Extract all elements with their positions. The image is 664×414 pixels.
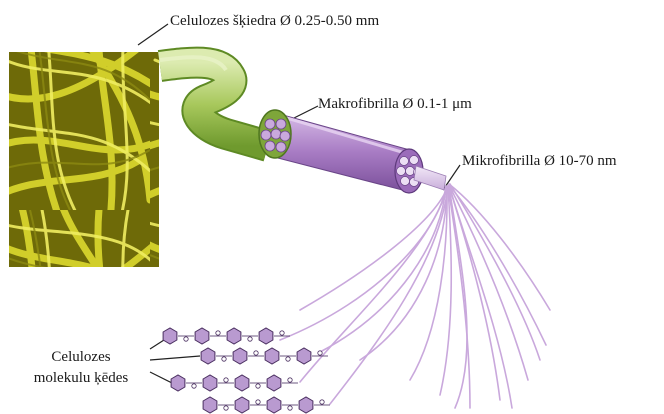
label-macrofibril: Makrofibrilla Ø 0.1-1 μm	[318, 96, 472, 112]
glucose-ring-icon	[297, 348, 311, 364]
label-microfibril: Mikrofibrilla Ø 10-70 nm	[462, 153, 617, 169]
oxygen-bond	[280, 331, 284, 335]
glucose-ring-icon	[203, 397, 217, 413]
label-molecular-chains-line2: molekulu ķēdes	[34, 370, 129, 386]
label-cellulose-fiber: Celulozes šķiedra Ø 0.25-0.50 mm	[170, 13, 379, 29]
oxygen-bond	[224, 406, 228, 410]
oxygen-bond	[318, 351, 322, 355]
cellulose-molecular-chains	[163, 328, 330, 413]
glucose-ring-icon	[203, 375, 217, 391]
glucose-ring-icon	[267, 397, 281, 413]
oxygen-bond	[222, 357, 226, 361]
oxygen-bond	[256, 400, 260, 404]
oxygen-bond	[254, 351, 258, 355]
oxygen-bond	[184, 337, 188, 341]
oxygen-bond	[256, 384, 260, 388]
label-molecular-chains-line1: Celulozes	[51, 349, 110, 365]
glucose-ring-icon	[235, 375, 249, 391]
glucose-ring-icon	[201, 348, 215, 364]
glucose-ring-icon	[267, 375, 281, 391]
oxygen-bond	[320, 400, 324, 404]
glucose-ring-icon	[235, 397, 249, 413]
glucose-ring-icon	[265, 348, 279, 364]
glucose-ring-icon	[163, 328, 177, 344]
oxygen-bond	[248, 337, 252, 341]
glucose-ring-icon	[233, 348, 247, 364]
glucose-ring-icon	[259, 328, 273, 344]
glucose-ring-icon	[227, 328, 241, 344]
oxygen-bond	[288, 406, 292, 410]
glucose-ring-icon	[171, 375, 185, 391]
oxygen-bond	[216, 331, 220, 335]
fiber-cross-section	[259, 110, 291, 158]
oxygen-bond	[288, 378, 292, 382]
glucose-ring-icon	[195, 328, 209, 344]
macrofibril-cone	[270, 112, 410, 192]
oxygen-bond	[286, 357, 290, 361]
oxygen-bond	[224, 378, 228, 382]
glucose-ring-icon	[299, 397, 313, 413]
microfibril-strands	[280, 184, 550, 408]
cellulose-fiber-tube	[160, 57, 268, 146]
fiber-micrograph-image	[9, 52, 159, 267]
oxygen-bond	[192, 384, 196, 388]
